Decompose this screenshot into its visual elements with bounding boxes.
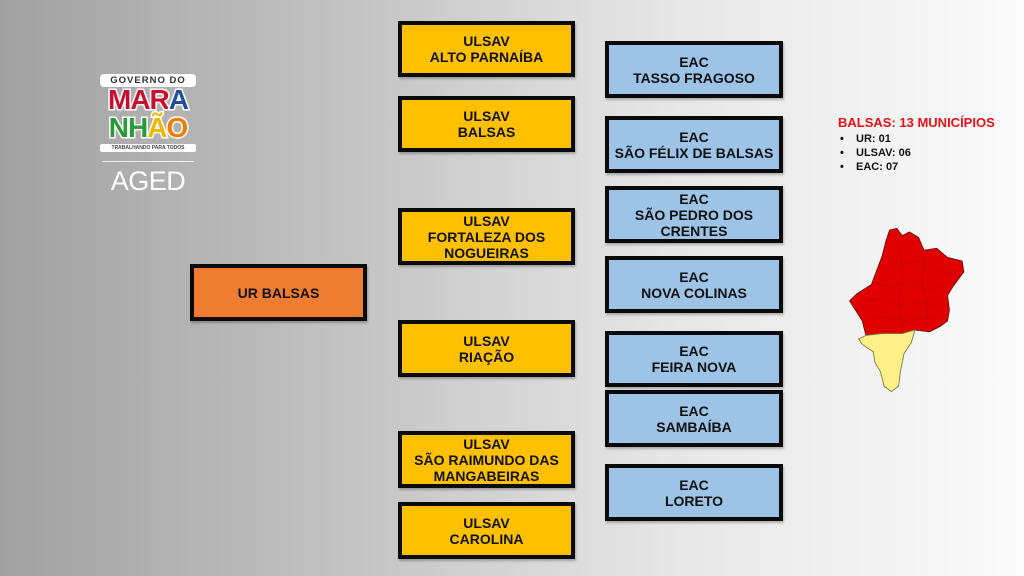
box-label: UR BALSAS — [237, 284, 320, 301]
box-label: RIAÇÃO — [458, 348, 515, 365]
box-type: ULSAV — [463, 108, 510, 124]
summary-item-ur: UR: 01 — [840, 132, 995, 146]
box-label: FEIRA NOVA — [651, 359, 737, 375]
eac-feira-nova-box: EAC FEIRA NOVA — [605, 331, 783, 387]
eac-sao-felix-de-balsas-box: EAC SÃO FÉLIX DE BALSAS — [605, 116, 783, 173]
box-label: SAMBAÍBA — [656, 418, 732, 435]
logo-word-mara: MARA — [107, 84, 191, 115]
logo-word-nhao: NHÃO — [107, 112, 189, 143]
ulsav-carolina-box: ULSAV CAROLINA — [398, 502, 575, 559]
box-type: ULSAV — [463, 332, 510, 349]
box-label: ALTO PARNAÍBA — [429, 49, 544, 65]
box-label: LORETO — [664, 492, 724, 509]
box-label: CAROLINA — [449, 530, 524, 547]
logo-agency-name: AGED — [110, 166, 186, 196]
box-type: ULSAV — [463, 33, 510, 49]
eac-tasso-fragoso-box: EAC TASSO FRAGOSO — [605, 41, 783, 98]
box-label: BALSAS — [457, 124, 516, 140]
ulsav-alto-parnaiba-box: ULSAV ALTO PARNAÍBA — [398, 21, 575, 77]
box-type: EAC — [679, 402, 709, 419]
logo-tagline: TRABALHANDO PARA TODOS — [100, 144, 196, 152]
ur-balsas-box: UR BALSAS — [190, 264, 367, 321]
box-type: EAC — [679, 343, 709, 359]
summary-panel: BALSAS: 13 MUNICÍPIOS UR: 01 ULSAV: 06 E… — [838, 115, 995, 174]
ulsav-sao-raimundo-das-mangabeiras-box: ULSAV SÃO RAIMUNDO DAS MANGABEIRAS — [398, 431, 575, 488]
maranhao-map — [849, 227, 965, 393]
eac-sao-pedro-dos-crentes-box: EAC SÃO PEDRO DOS CRENTES — [605, 186, 783, 243]
ulsav-riacao-box: ULSAV RIAÇÃO — [398, 320, 575, 377]
box-type: EAC — [679, 190, 709, 207]
box-type: ULSAV — [463, 212, 510, 229]
box-label: SÃO RAIMUNDO DAS — [414, 451, 559, 468]
eac-loreto-box: EAC LORETO — [605, 464, 783, 521]
map-region-rest-of-state — [849, 227, 965, 336]
box-label-2: CRENTES — [660, 222, 728, 239]
box-label: SÃO PEDRO DOS — [634, 206, 754, 223]
eac-sambaiba-box: EAC SAMBAÍBA — [605, 390, 783, 447]
box-label: SÃO FÉLIX DE BALSAS — [614, 144, 774, 161]
ulsav-fortaleza-dos-nogueiras-box: ULSAV FORTALEZA DOS NOGUEIRAS — [398, 208, 575, 265]
summary-item-ulsav: ULSAV: 06 — [840, 146, 995, 160]
box-label: TASSO FRAGOSO — [633, 69, 755, 86]
box-type: EAC — [679, 128, 709, 145]
box-type: EAC — [679, 476, 709, 493]
summary-title: BALSAS: 13 MUNICÍPIOS — [838, 115, 995, 130]
box-label: NOVA COLINAS — [641, 284, 747, 301]
box-type: EAC — [679, 268, 709, 285]
summary-list: UR: 01 ULSAV: 06 EAC: 07 — [838, 132, 995, 174]
box-label-2: NOGUEIRAS — [444, 244, 529, 261]
ulsav-balsas-box: ULSAV BALSAS — [398, 96, 575, 152]
summary-item-eac: EAC: 07 — [840, 160, 995, 174]
logo-divider — [102, 161, 194, 162]
box-label-2: MANGABEIRAS — [433, 467, 540, 484]
logo-top-text: GOVERNO DO — [100, 74, 196, 87]
map-region-balsas — [858, 329, 916, 393]
box-type: EAC — [679, 53, 709, 70]
box-label: FORTALEZA DOS — [427, 228, 546, 245]
box-type: ULSAV — [463, 435, 510, 452]
box-type: ULSAV — [463, 514, 510, 531]
eac-nova-colinas-box: EAC NOVA COLINAS — [605, 256, 783, 313]
governo-maranhao-aged-logo: GOVERNO DO MARA NHÃO TRABALHANDO PARA TO… — [96, 74, 200, 198]
